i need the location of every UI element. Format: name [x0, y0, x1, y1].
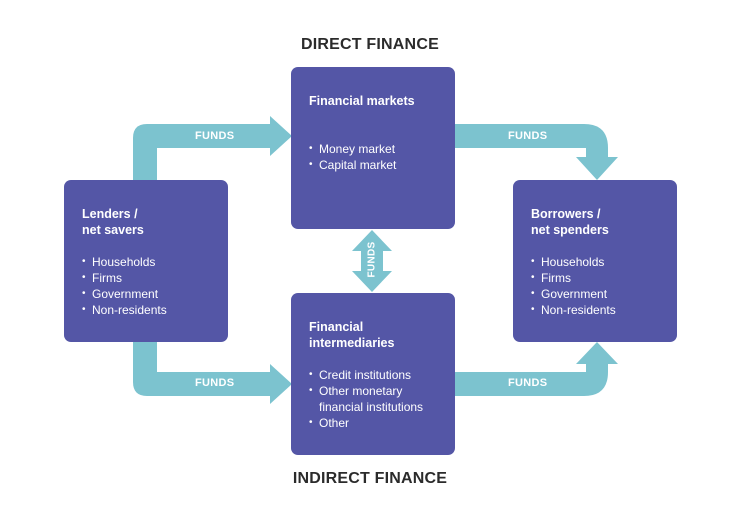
financial-markets-box: Financial markets Money market Capital m… [291, 67, 455, 229]
intermediaries-item: Other [309, 415, 455, 431]
financial-markets-item: Capital market [309, 157, 455, 173]
borrowers-list: Households Firms Government Non-resident… [531, 254, 677, 318]
borrowers-item: Firms [531, 270, 677, 286]
financial-markets-item: Money market [309, 141, 455, 157]
lenders-item: Non-residents [82, 302, 228, 318]
borrowers-box: Borrowers / net spenders Households Firm… [513, 180, 677, 342]
borrowers-title-line1: Borrowers / [531, 207, 601, 221]
financial-markets-title: Financial markets [309, 94, 415, 108]
lenders-item: Firms [82, 270, 228, 286]
financial-intermediaries-title: Financial intermediaries [309, 319, 455, 351]
intermediaries-item-continuation: financial institutions [319, 400, 424, 414]
intermediaries-item: Credit institutions [309, 367, 455, 383]
funds-label-bottom-left: FUNDS [195, 377, 235, 389]
direct-finance-heading: DIRECT FINANCE [301, 36, 439, 53]
borrowers-item: Non-residents [531, 302, 677, 318]
lenders-list: Households Firms Government Non-resident… [82, 254, 228, 318]
intermediaries-item-text: Other monetary [319, 384, 403, 398]
arrow-top-left [133, 116, 292, 180]
intermediaries-title-line2: intermediaries [309, 336, 395, 350]
arrow-top-right [455, 124, 618, 180]
borrowers-title-line2: net spenders [531, 223, 609, 237]
funds-label-bottom-right: FUNDS [508, 377, 548, 389]
lenders-title: Lenders / net savers [82, 206, 228, 238]
lenders-title-line1: Lenders / [82, 207, 138, 221]
lenders-title-line2: net savers [82, 223, 144, 237]
lenders-box: Lenders / net savers Households Firms Go… [64, 180, 228, 342]
funds-label-top-right: FUNDS [508, 130, 548, 142]
indirect-finance-heading: INDIRECT FINANCE [292, 470, 448, 487]
funds-label-top-left: FUNDS [195, 130, 235, 142]
funds-label-middle: FUNDS [366, 241, 378, 278]
financial-markets-list: Money market Capital market [309, 141, 455, 173]
financial-intermediaries-list: Credit institutions Other monetary finan… [309, 367, 455, 431]
financial-intermediaries-box: Financial intermediaries Credit institut… [291, 293, 455, 455]
intermediaries-title-line1: Financial [309, 320, 364, 334]
arrow-middle [352, 230, 392, 292]
borrowers-item: Government [531, 286, 677, 302]
borrowers-title: Borrowers / net spenders [531, 206, 677, 238]
lenders-item: Households [82, 254, 228, 270]
intermediaries-item: Other monetary financial institutions [309, 383, 455, 415]
arrow-bottom-left [133, 342, 292, 404]
lenders-item: Government [82, 286, 228, 302]
arrow-bottom-right [455, 342, 618, 396]
borrowers-item: Households [531, 254, 677, 270]
